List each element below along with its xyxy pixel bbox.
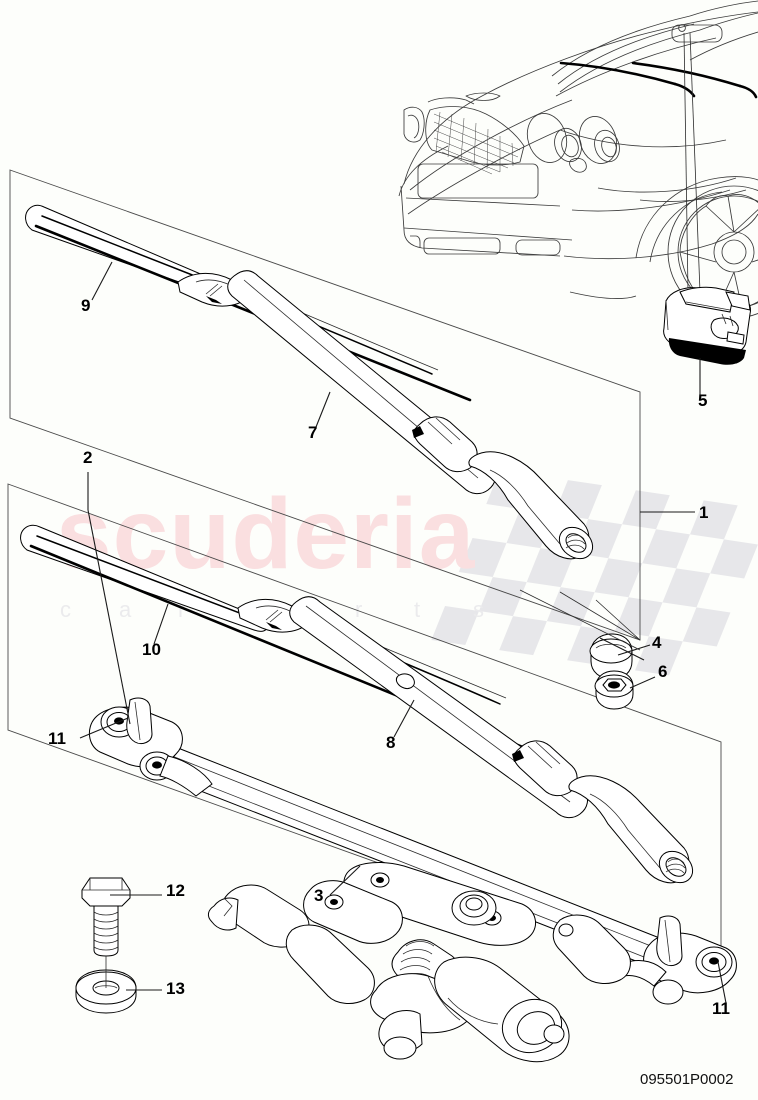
wiper-arm-7 xyxy=(227,270,594,560)
linkage-mounting-brackets xyxy=(207,884,631,1004)
hex-flange-nut-6 xyxy=(594,670,634,710)
leader-2-arm xyxy=(87,509,131,725)
callout-11-left: 11 xyxy=(48,729,66,748)
leader-4b xyxy=(599,637,645,661)
svg-text:r: r xyxy=(355,597,362,622)
wiper-pivot-bearing-right xyxy=(623,915,737,1005)
callout-11-right: 11 xyxy=(712,999,730,1018)
wiper-motor xyxy=(370,939,570,1063)
windshield-wiper-blades-on-car xyxy=(559,61,758,99)
leader-11-left xyxy=(79,717,129,739)
callout-10: 10 xyxy=(142,640,161,659)
group1-converge-b xyxy=(559,591,641,641)
callout-7: 7 xyxy=(308,423,317,442)
checkered-flag-pattern xyxy=(431,470,758,676)
leader-3 xyxy=(329,865,361,896)
callout-8: 8 xyxy=(386,733,395,752)
callout-3: 3 xyxy=(314,886,323,905)
callout-2: 2 xyxy=(83,448,92,467)
sensor-leader-line xyxy=(683,32,701,293)
group4-arrow xyxy=(519,589,641,651)
callout-13: 13 xyxy=(166,979,185,998)
callout-12: 12 xyxy=(166,881,185,900)
callout-4: 4 xyxy=(652,633,662,652)
group1-converge-a xyxy=(595,599,641,641)
callout-1: 1 xyxy=(699,503,708,522)
svg-text:a: a xyxy=(119,597,132,622)
leader-6 xyxy=(629,676,656,689)
svg-text:r: r xyxy=(178,597,185,622)
linkage-crank-plate xyxy=(303,862,537,946)
leader-11-right xyxy=(717,961,727,1004)
leader-4 xyxy=(617,644,651,656)
leader-7 xyxy=(315,391,331,428)
wiper-arm-8 xyxy=(289,596,694,884)
callout-5: 5 xyxy=(698,391,707,410)
leader-9 xyxy=(91,261,113,301)
callout-6: 6 xyxy=(658,662,667,681)
rain-light-sensor-module-5 xyxy=(663,286,751,365)
leader-8 xyxy=(393,699,415,738)
svg-text:s: s xyxy=(473,597,484,622)
callout-9: 9 xyxy=(81,296,90,315)
diagram-code: 095501P0002 xyxy=(640,1071,733,1088)
svg-text:c: c xyxy=(60,597,71,622)
pivot-cap-cover-4 xyxy=(589,633,633,680)
svg-text:t: t xyxy=(414,597,420,622)
leader-10 xyxy=(153,603,169,645)
